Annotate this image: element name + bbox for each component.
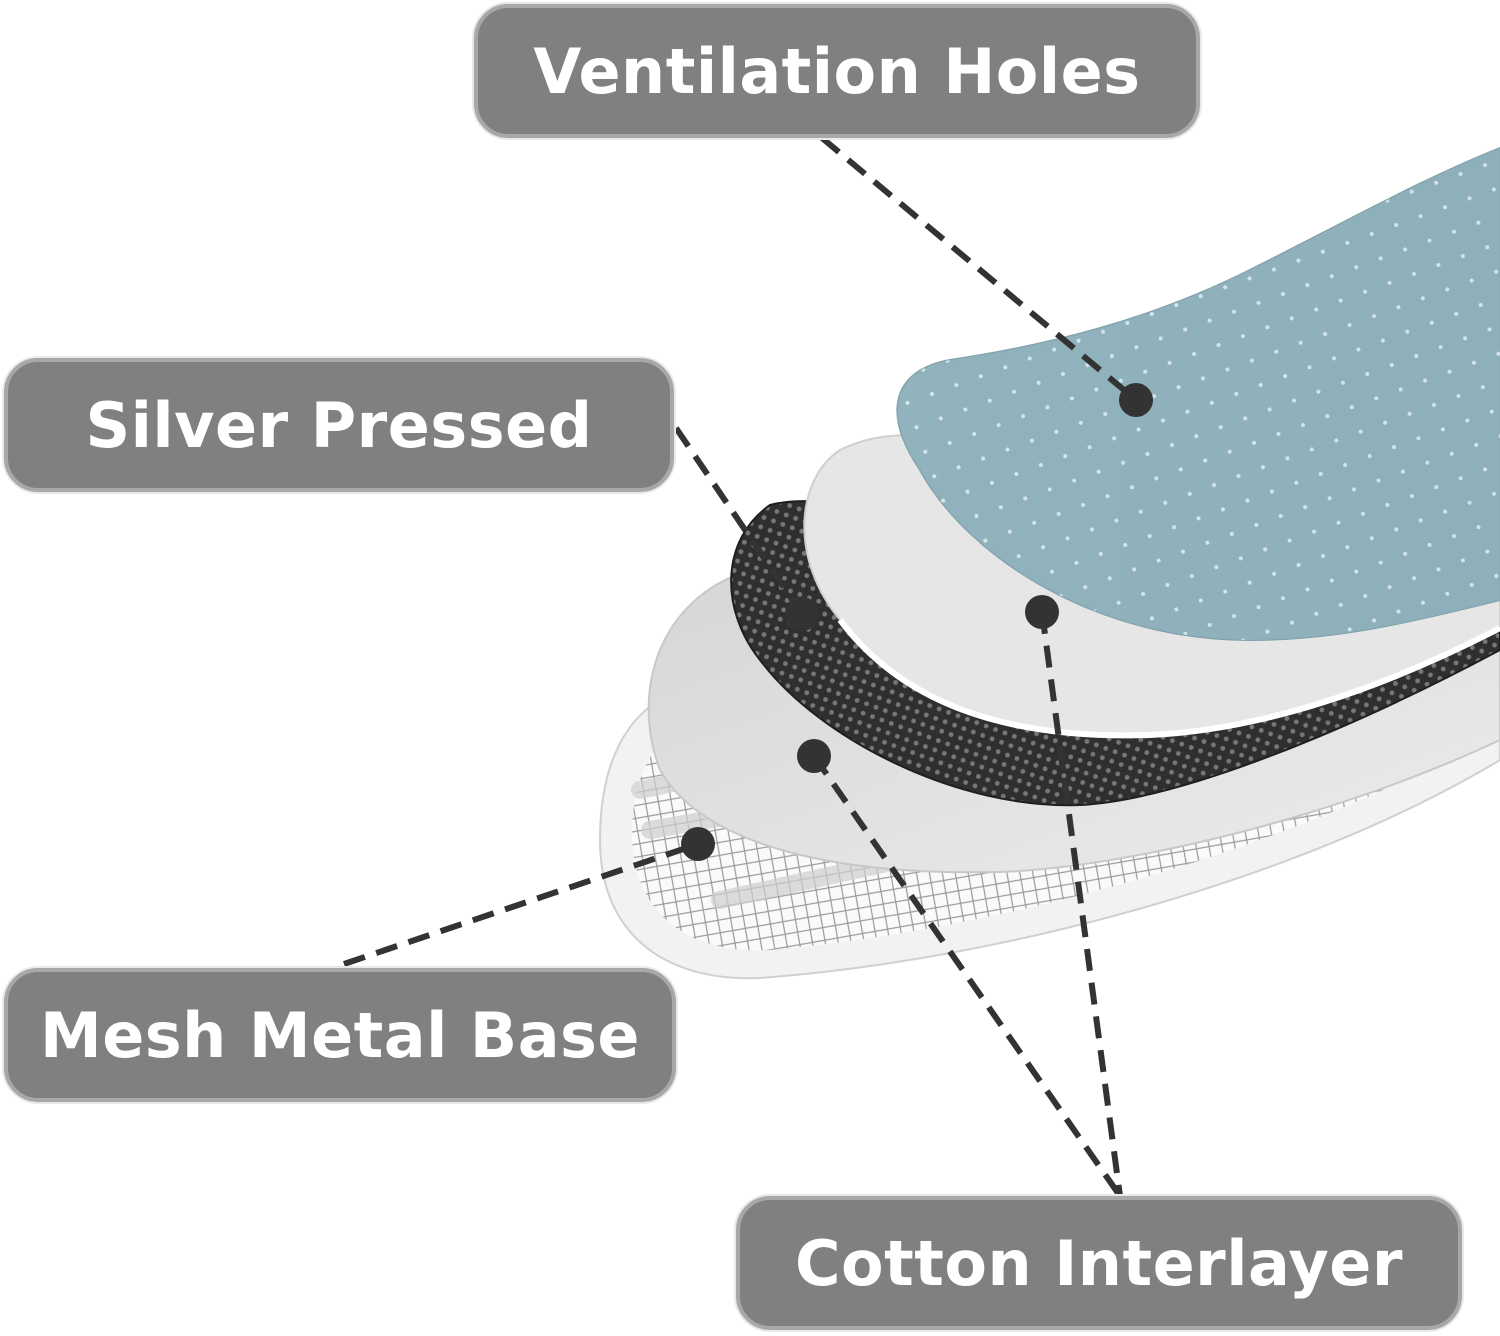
label-mesh-metal-base: Mesh Metal Base — [4, 968, 676, 1102]
dot-cotton-lower — [797, 739, 831, 773]
label-silver-pressed: Silver Pressed — [4, 358, 674, 492]
label-cotton-interlayer: Cotton Interlayer — [736, 1196, 1462, 1330]
dot-silver — [785, 597, 819, 631]
dot-cotton-upper — [1025, 595, 1059, 629]
dot-mesh — [681, 827, 715, 861]
label-ventilation-holes: Ventilation Holes — [474, 4, 1200, 138]
dot-ventilation — [1119, 383, 1153, 417]
